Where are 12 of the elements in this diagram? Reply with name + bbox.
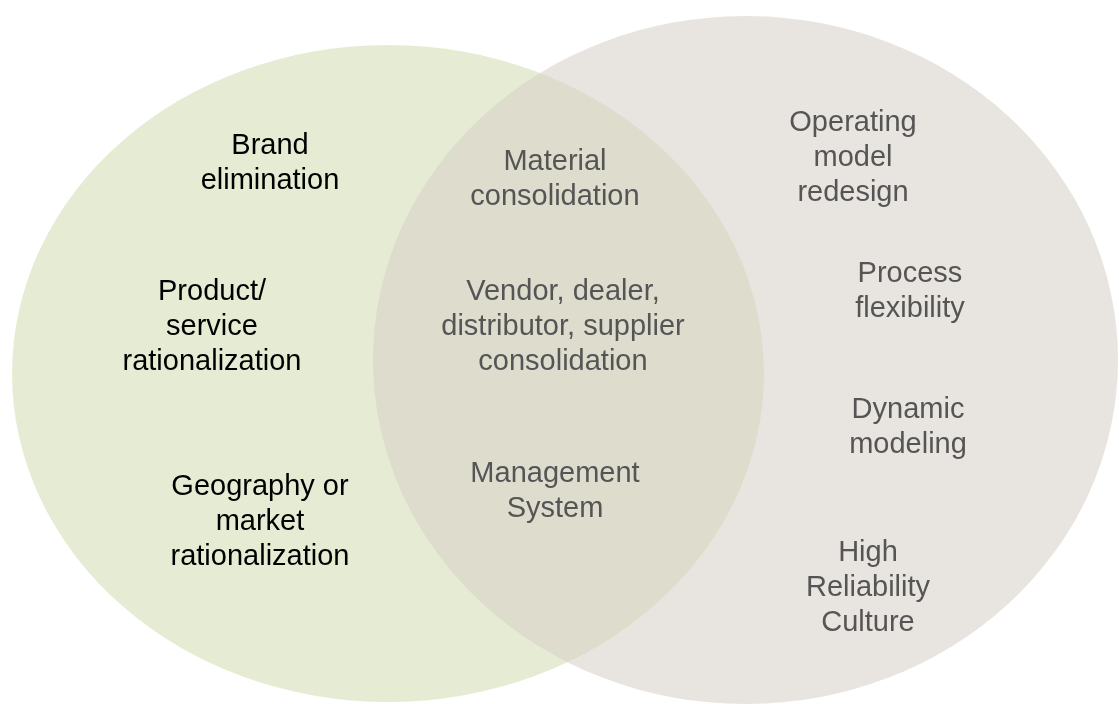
overlap-text: Material consolidation	[469, 143, 641, 213]
circle-text: Process flexibility	[854, 255, 966, 325]
venn-circle	[373, 16, 1118, 704]
circle-text: Dynamic modeling	[848, 391, 968, 461]
circle-text: Geography or market rationalization	[169, 467, 351, 573]
overlap-text: Management System	[469, 455, 641, 525]
circle-text: High Reliability Culture	[804, 533, 932, 639]
circle-text: Brand elimination	[199, 127, 341, 197]
venn-circle	[12, 45, 764, 702]
overlap-text: Vendor, dealer, distributor, supplier consolidation	[440, 272, 686, 378]
circle-text: Operating model redesign	[788, 103, 918, 209]
circle-text: Product/ service rationalization	[121, 272, 303, 378]
